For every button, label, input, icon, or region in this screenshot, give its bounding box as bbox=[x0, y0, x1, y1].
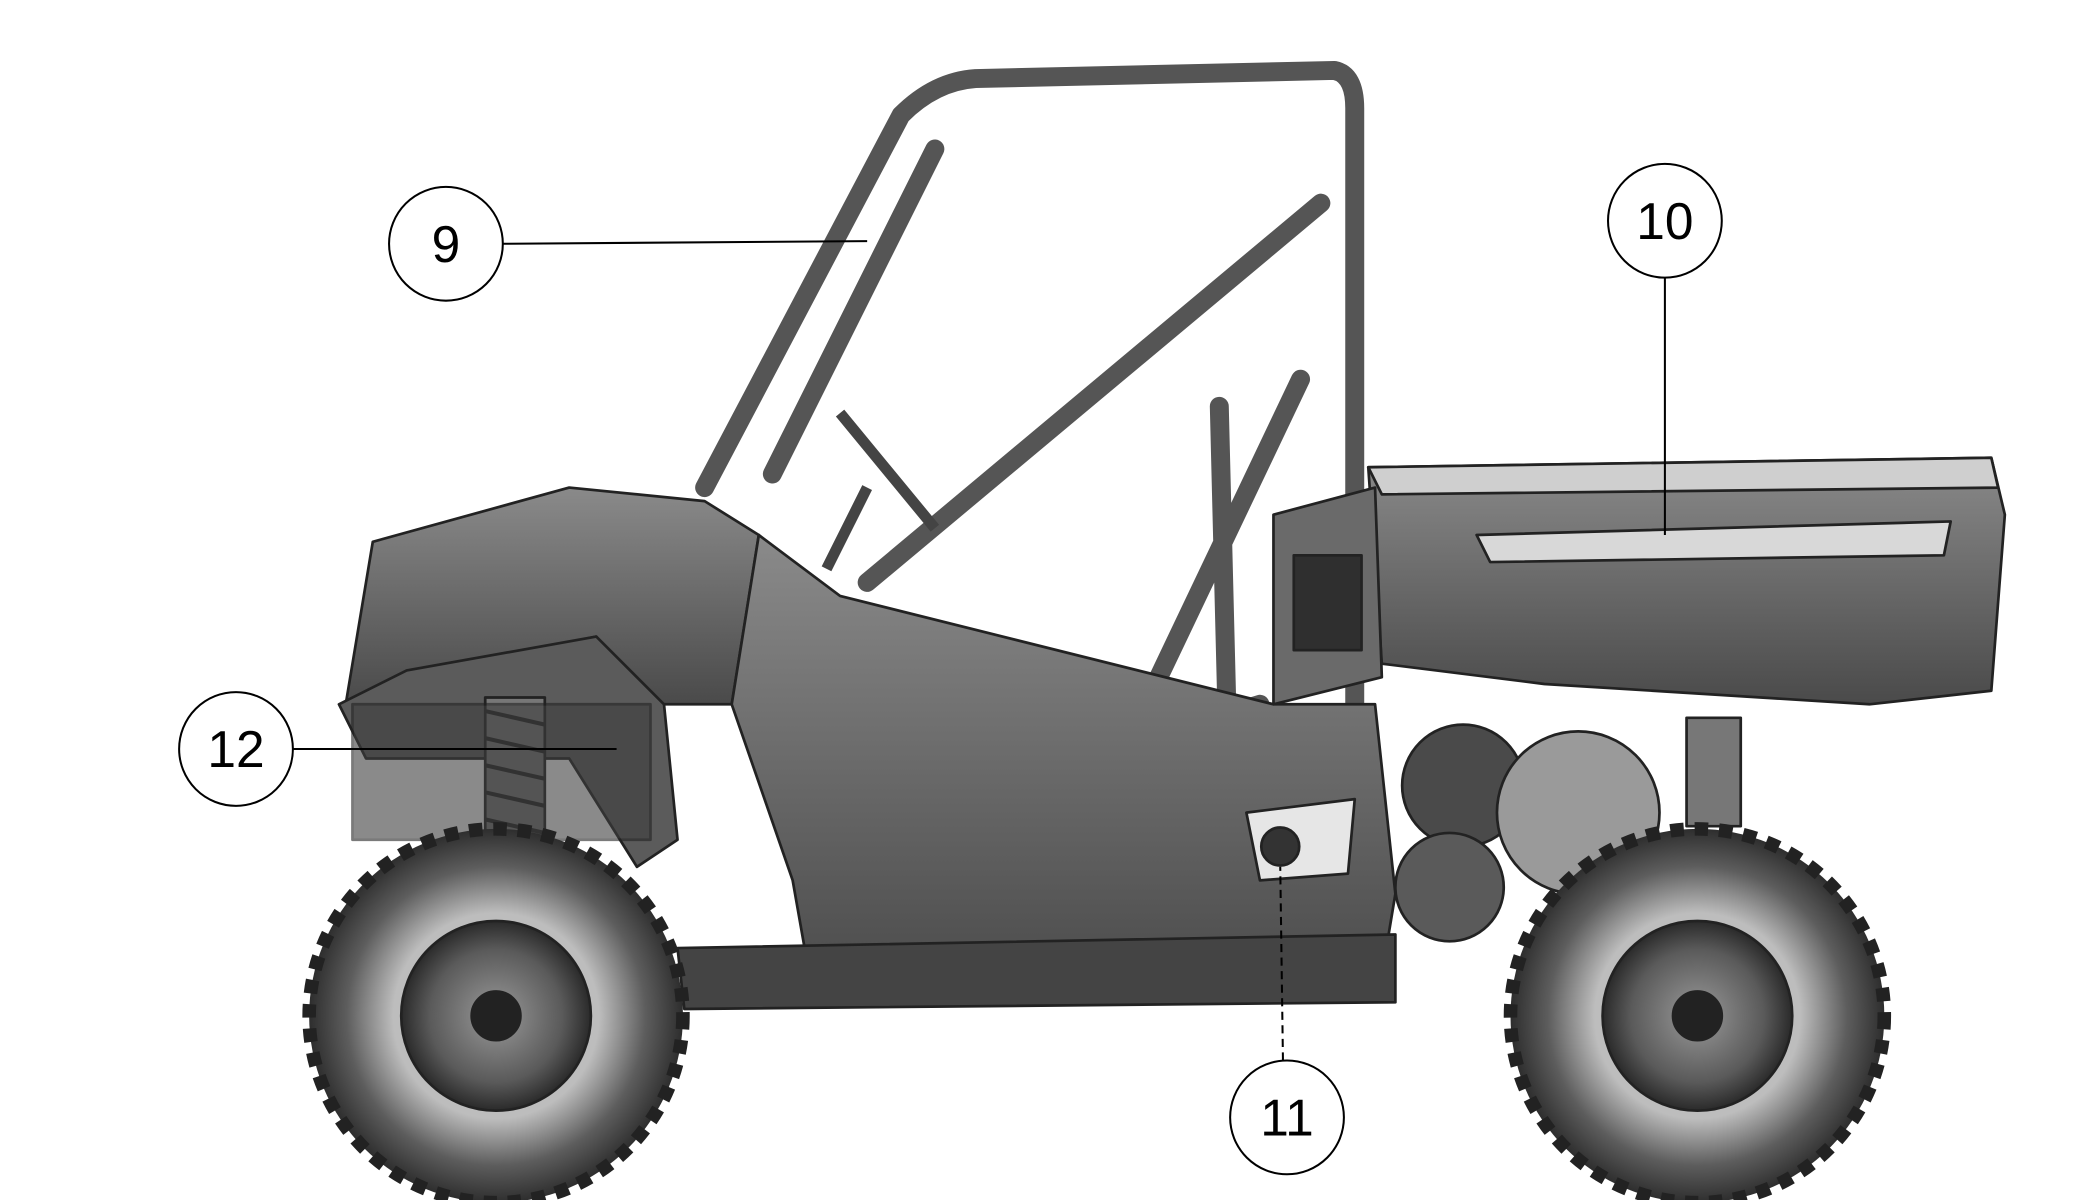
front-wheel bbox=[302, 822, 690, 1200]
callout-label: 9 bbox=[432, 215, 461, 273]
callout-12: 12 bbox=[178, 691, 617, 807]
callout-9: 9 bbox=[388, 185, 868, 302]
callout-10: 10 bbox=[1606, 162, 1723, 535]
floor-rocker bbox=[676, 933, 1397, 1011]
side-vent bbox=[1292, 553, 1363, 652]
bed-top-rail bbox=[1366, 456, 2000, 496]
callout-11: 11 bbox=[1229, 866, 1345, 1176]
callout-label: 10 bbox=[1636, 192, 1693, 250]
callout-label: 12 bbox=[207, 720, 264, 778]
callout-label: 11 bbox=[1260, 1088, 1313, 1146]
bed-panel bbox=[1475, 520, 1953, 564]
vehicle bbox=[302, 60, 2007, 1200]
roll-cage bbox=[695, 60, 1365, 958]
rear-wheel bbox=[1503, 822, 1892, 1200]
front-frame bbox=[351, 702, 652, 842]
steering-wheel bbox=[821, 409, 940, 572]
rear-shock bbox=[1685, 716, 1743, 828]
engine-cover bbox=[1394, 831, 1506, 943]
fuel-cap-icon bbox=[1259, 826, 1301, 867]
